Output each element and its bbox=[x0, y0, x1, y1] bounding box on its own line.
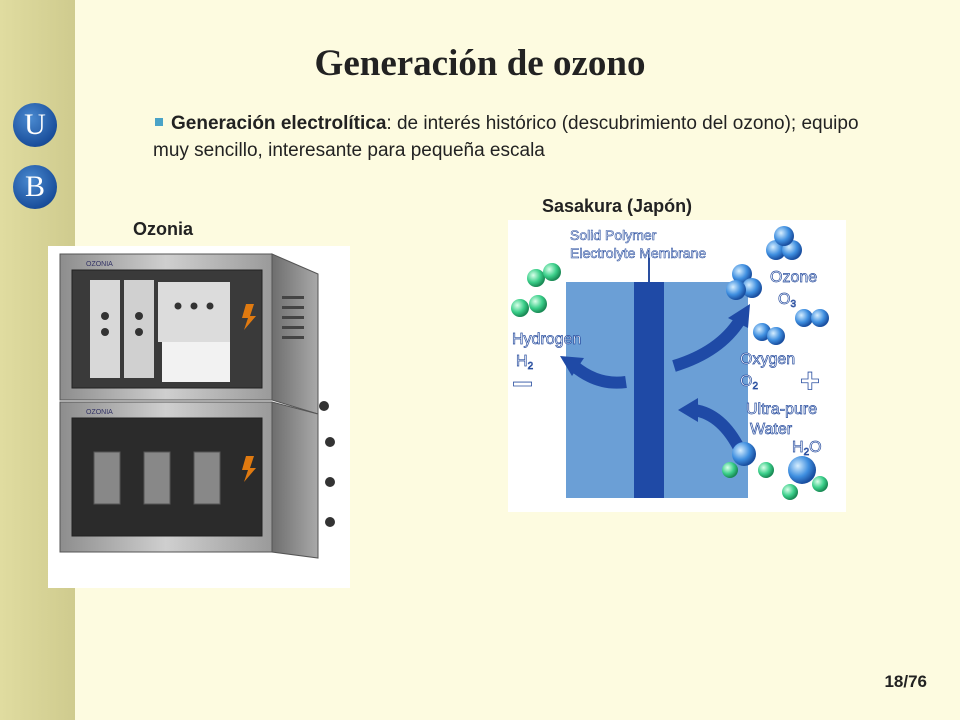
ozonia-generator-image: OZONIA OZONIA bbox=[48, 246, 350, 588]
ozone-arrow bbox=[672, 316, 746, 372]
logo-letter-u: U bbox=[13, 103, 57, 147]
hydrogen-arrowhead bbox=[560, 356, 584, 376]
o2-formula: O2 bbox=[740, 373, 758, 392]
hydrogen-label: Hydrogen bbox=[512, 331, 581, 348]
device-badge-upper: OZONIA bbox=[86, 261, 113, 268]
side-vents bbox=[282, 296, 304, 339]
lower-cabinet-side bbox=[271, 401, 319, 559]
oxygen-label: Oxygen bbox=[740, 351, 795, 368]
ozonia-generator-drawing: OZONIA OZONIA bbox=[59, 253, 335, 559]
bullet-item: Generación electrolítica: de interés his… bbox=[153, 110, 883, 164]
ozone-arrowhead bbox=[728, 304, 750, 328]
bullet-bold-lead: Generación electrolítica bbox=[171, 113, 387, 134]
electrolysis-diagram: Solid Polymer Electrolyte Membrane Hydro… bbox=[508, 220, 846, 512]
page-number: 18/76 bbox=[884, 672, 927, 691]
ozone-molecules bbox=[726, 226, 802, 300]
sasakura-caption: Sasakura (Japón) bbox=[542, 196, 693, 216]
oxygen-molecules bbox=[753, 309, 829, 345]
ozonia-caption: Ozonia bbox=[133, 219, 194, 239]
control-knobs bbox=[101, 302, 214, 336]
hydrogen-arrow bbox=[570, 361, 627, 389]
slide-title: Generación de ozono bbox=[314, 43, 646, 84]
water-arrowhead bbox=[678, 398, 698, 422]
o3-formula: O3 bbox=[778, 291, 796, 310]
control-panel bbox=[158, 282, 230, 342]
water-label-line2: Water bbox=[750, 421, 793, 438]
h2-formula: H2 bbox=[516, 353, 534, 372]
device-badge-lower: OZONIA bbox=[86, 409, 113, 416]
water-molecules bbox=[722, 442, 828, 500]
electrolysis-drawing: Solid Polymer Electrolyte Membrane Hydro… bbox=[511, 226, 829, 500]
cathode-minus-icon: − bbox=[512, 363, 533, 404]
upper-cabinet-side bbox=[271, 253, 319, 415]
membrane-label-line1: Solid Polymer bbox=[570, 227, 657, 243]
membrane-label-line2: Electrolyte Membrane bbox=[570, 245, 706, 261]
bullet-text: : de interés histórico (descubrimiento d… bbox=[153, 113, 859, 161]
generator-cells bbox=[93, 451, 221, 505]
side-fittings bbox=[319, 401, 335, 527]
high-voltage-icon-lower bbox=[242, 456, 256, 482]
anode-plus-icon: + bbox=[800, 362, 820, 400]
hydrogen-molecules bbox=[511, 263, 561, 317]
h2o-formula: H2O bbox=[792, 439, 822, 458]
water-arrow bbox=[692, 404, 746, 453]
polymer-membrane bbox=[634, 282, 664, 498]
display-panel bbox=[162, 342, 230, 382]
logo-letter-b: B bbox=[13, 165, 57, 209]
bullet-square-icon bbox=[155, 118, 163, 127]
high-voltage-icon bbox=[242, 304, 256, 330]
water-label-line1: Ultra-pure bbox=[746, 401, 817, 418]
ozone-label: Ozone bbox=[770, 269, 817, 286]
